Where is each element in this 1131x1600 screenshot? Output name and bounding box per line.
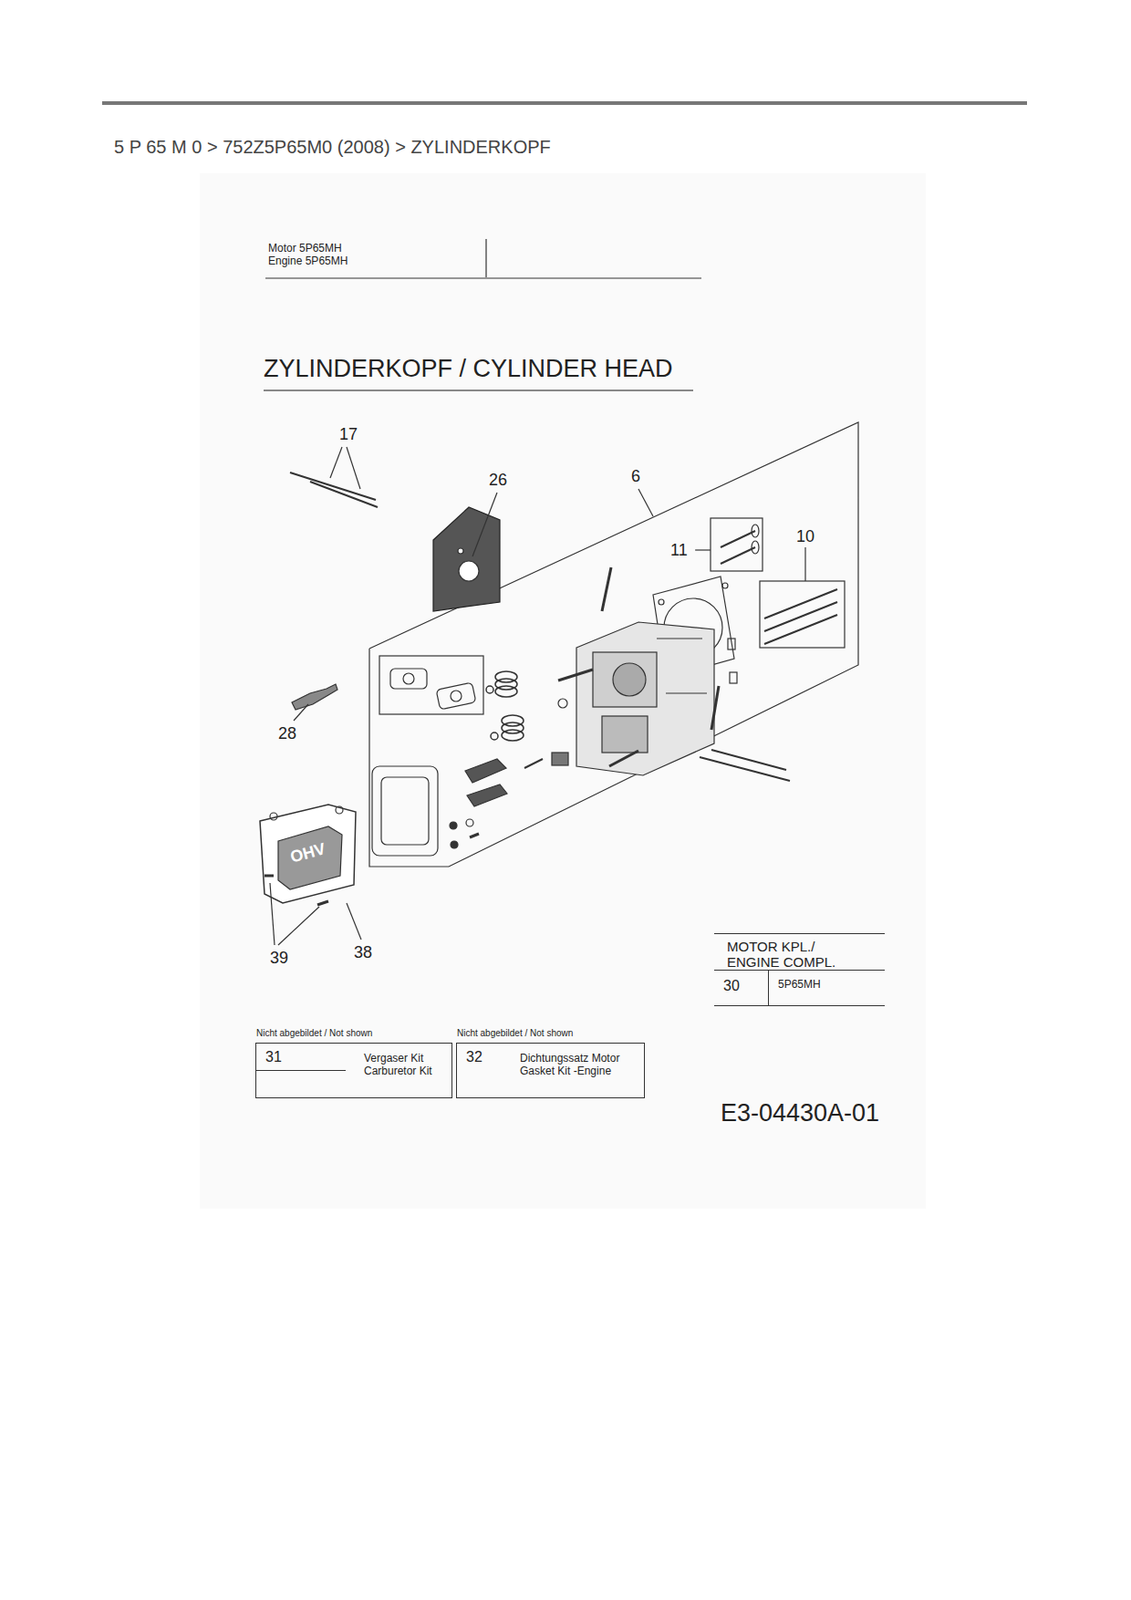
drawing-number: E3-04430A-01 [720,1099,880,1128]
item-name: Dichtungssatz Motor Gasket Kit -Engine [519,1052,639,1079]
callout-number: 11 [670,540,688,561]
engine-header: Motor 5P65MH Engine 5P65MH [268,242,355,269]
node-heading: Nicht abgebildet / Not shown [456,1027,573,1039]
diagram-title: ZYLINDERKOPF / CYLINDER HEAD [263,354,674,384]
table-heading: MOTOR KPL./ ENGINE COMPL. [726,938,864,971]
engine-table: MOTOR KPL./ ENGINE COMPL. 30 5P65MH [714,933,885,1007]
callout-number: 17 [339,425,358,445]
divider-line [256,1069,346,1071]
item-name: Vergaser Kit Carburetor Kit [363,1052,447,1079]
item-name: 5P65MH [778,978,821,992]
item-number: 32 [466,1048,483,1066]
callout-number: 26 [488,470,508,490]
not-shown-box: Nicht abgebildet / Not shown31Vergaser K… [255,1042,453,1099]
callout-number: 6 [631,466,641,487]
figure-ground [199,173,926,1209]
drawing [259,238,859,945]
callout-number: 39 [269,948,289,968]
not-shown-box: Nicht abgebildet / Not shown32Dichtungss… [456,1042,645,1099]
callout-number: 28 [278,724,297,744]
item-number: 30 [723,977,740,995]
callout-number: 10 [796,527,815,547]
top-rule [102,101,1028,105]
item-number: 31 [265,1048,282,1066]
callout-number: 38 [353,943,373,963]
breadcrumb: 5 P 65 M 0 > 752Z5P65M0 (2008) > ZYLINDE… [114,136,551,158]
node-heading: Nicht abgebildet / Not shown [256,1027,373,1039]
table-rule [767,970,769,1006]
